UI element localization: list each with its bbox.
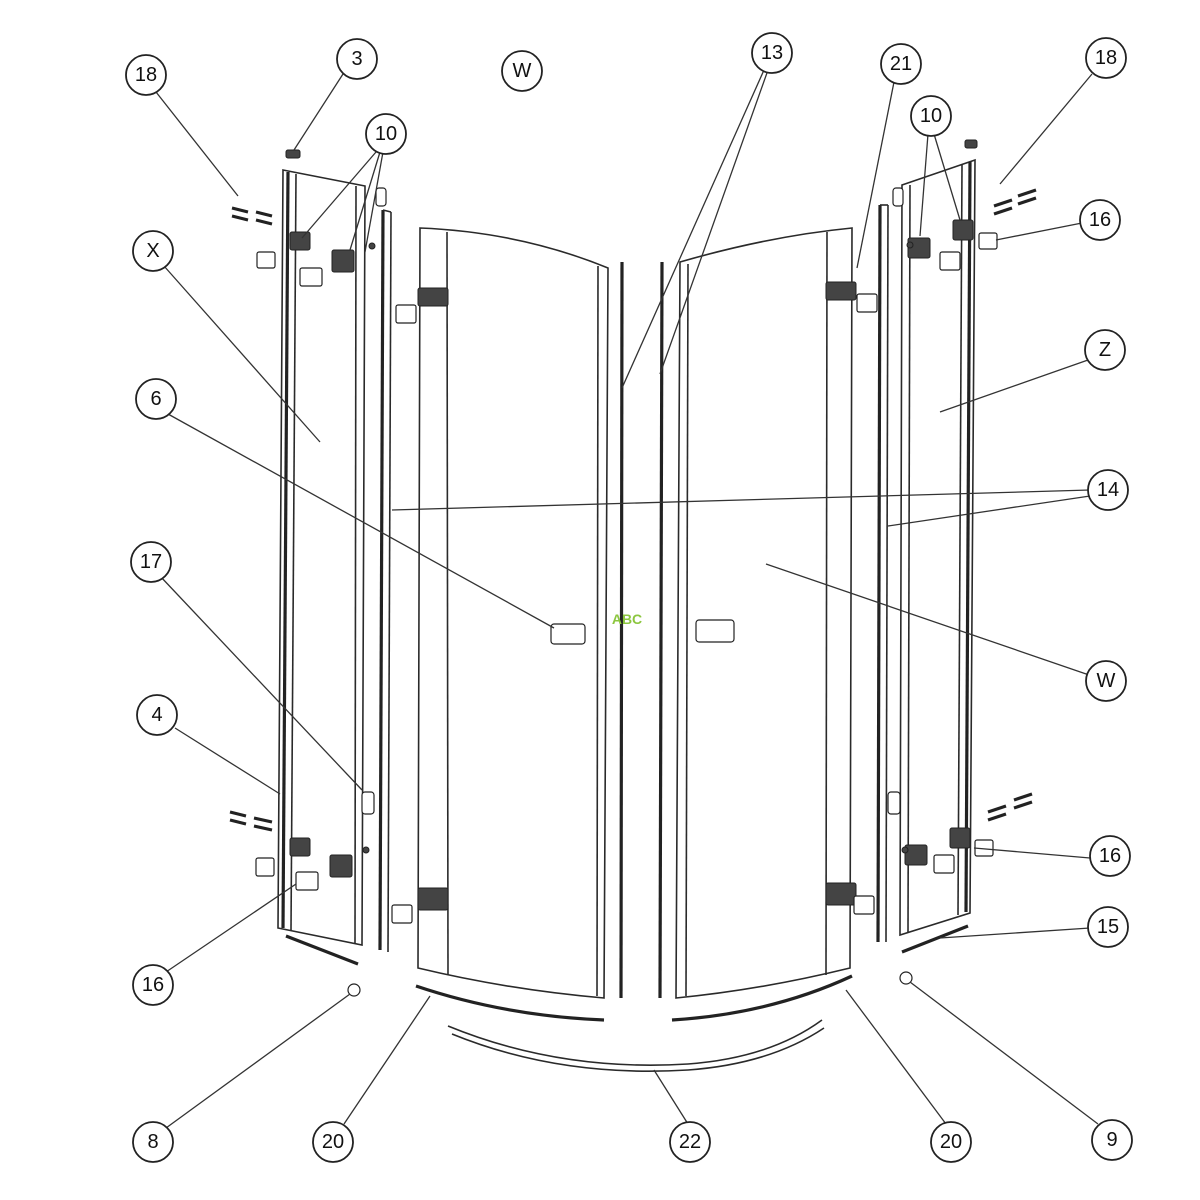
callout-10-left: 10 bbox=[365, 113, 407, 155]
watermark-text: ABC bbox=[612, 611, 642, 627]
callout-label: 20 bbox=[322, 1131, 344, 1153]
bottom-seals bbox=[285, 924, 969, 1072]
callout-w-right: W bbox=[1085, 660, 1127, 702]
callout-label: X bbox=[146, 240, 159, 262]
callout-3: 3 bbox=[336, 38, 378, 80]
callout-label: 9 bbox=[1106, 1129, 1117, 1151]
callout-22: 22 bbox=[669, 1121, 711, 1163]
callout-label: 18 bbox=[135, 64, 157, 86]
callouts: 18 3 10 W 13 21 10 18 bbox=[125, 32, 1133, 1163]
callout-18-right: 18 bbox=[1085, 37, 1127, 79]
callout-20-right: 20 bbox=[930, 1121, 972, 1163]
callout-label: 16 bbox=[1099, 845, 1121, 867]
callout-label: 18 bbox=[1095, 47, 1117, 69]
callout-label: 3 bbox=[351, 48, 362, 70]
door-handles bbox=[550, 619, 735, 645]
callout-16-bottom-left: 16 bbox=[132, 964, 174, 1006]
callout-label: 8 bbox=[147, 1131, 158, 1153]
callout-6: 6 bbox=[135, 378, 177, 420]
callout-16-top-right: 16 bbox=[1079, 199, 1121, 241]
callout-18-left: 18 bbox=[125, 54, 167, 96]
callout-label: 16 bbox=[1089, 209, 1111, 231]
right-wall-profile bbox=[876, 204, 889, 943]
small-parts bbox=[285, 139, 978, 854]
callout-20-left: 20 bbox=[312, 1121, 354, 1163]
callout-label: 10 bbox=[375, 123, 397, 145]
wall-fixings bbox=[229, 188, 1037, 832]
callout-label: 17 bbox=[140, 551, 162, 573]
callout-10-right: 10 bbox=[910, 95, 952, 137]
callout-9: 9 bbox=[1091, 1119, 1133, 1161]
left-wall-profile bbox=[378, 209, 392, 953]
callout-label: 13 bbox=[761, 42, 783, 64]
callout-label: 16 bbox=[142, 974, 164, 996]
fixed-panel-z bbox=[899, 158, 976, 937]
callout-label: 14 bbox=[1097, 479, 1119, 501]
callout-16-bottom-right: 16 bbox=[1089, 835, 1131, 877]
callout-w-top: W bbox=[501, 50, 543, 92]
callout-label: Z bbox=[1099, 339, 1111, 361]
hinges bbox=[289, 219, 974, 911]
callout-17: 17 bbox=[130, 541, 172, 583]
callout-label: W bbox=[513, 60, 532, 82]
fixed-panel-x bbox=[277, 169, 366, 946]
callout-label: 4 bbox=[151, 704, 162, 726]
floor-feet bbox=[347, 971, 913, 997]
callout-label: 6 bbox=[150, 388, 161, 410]
callout-label: 10 bbox=[920, 105, 942, 127]
callout-8: 8 bbox=[132, 1121, 174, 1163]
callout-label: 21 bbox=[890, 53, 912, 75]
callout-label: W bbox=[1097, 670, 1116, 692]
callout-z: Z bbox=[1084, 329, 1126, 371]
leader-lines bbox=[155, 69, 1099, 1129]
magnetic-seals bbox=[619, 261, 664, 999]
callout-label: 15 bbox=[1097, 916, 1119, 938]
callout-13: 13 bbox=[751, 32, 793, 74]
curved-door-left-w bbox=[417, 227, 609, 999]
callout-4: 4 bbox=[136, 694, 178, 736]
curved-door-right-w bbox=[675, 227, 853, 999]
callout-21: 21 bbox=[880, 43, 922, 85]
hinge-cover-plates bbox=[255, 232, 998, 924]
callout-x: X bbox=[132, 230, 174, 272]
callout-14: 14 bbox=[1087, 469, 1129, 511]
callout-label: 22 bbox=[679, 1131, 701, 1153]
callout-label: 20 bbox=[940, 1131, 962, 1153]
watermark: ABC bbox=[612, 611, 642, 627]
callout-15: 15 bbox=[1087, 906, 1129, 948]
